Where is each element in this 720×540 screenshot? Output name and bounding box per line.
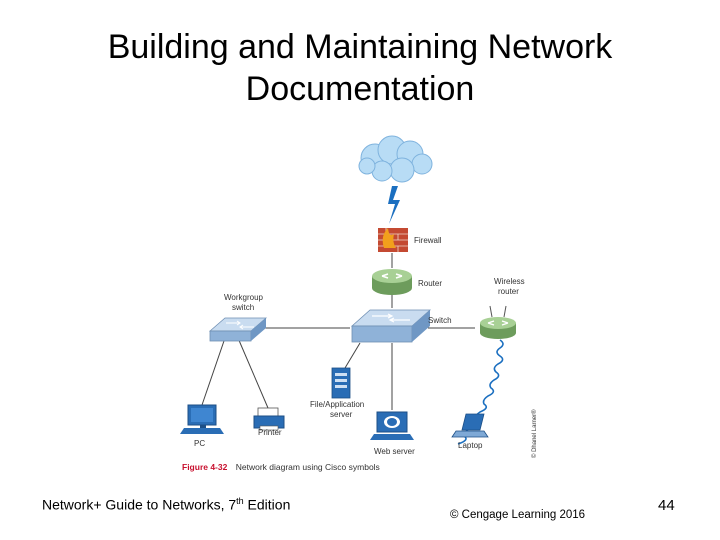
network-diagram: Firewall Router Switch Workgroup switch … [180, 135, 538, 472]
web-server-icon [370, 411, 414, 440]
footer-book-title-sup: th [236, 496, 244, 506]
figure-caption: Figure 4-32 Network diagram using Cisco … [182, 462, 380, 472]
pc-label: PC [194, 439, 205, 448]
slide-title: Building and Maintaining Network Documen… [40, 26, 680, 110]
firewall-icon [378, 228, 408, 252]
laptop-label: Laptop [458, 441, 483, 450]
laptop-icon [451, 413, 489, 438]
footer-copyright: © Cengage Learning 2016 [450, 509, 586, 521]
printer-label: Printer [258, 428, 282, 437]
link-switch-file-server [344, 342, 361, 369]
footer-book-title-main: Network+ Guide to Networks, 7 [42, 496, 237, 513]
file-server-label-1: File/Application [310, 400, 364, 409]
wireless-router-label-1: Wireless [494, 277, 525, 286]
footer-book-title: Network+ Guide to Networks, 7th Edition [42, 496, 290, 513]
link-workgroup-pc [201, 337, 226, 406]
web-server-label: Web server [374, 447, 415, 456]
page-number: 44 [658, 497, 675, 514]
firewall-label: Firewall [414, 236, 442, 245]
link-workgroup-printer [237, 337, 269, 409]
file-server-icon [331, 367, 351, 399]
lightning-icon [388, 186, 400, 224]
cloud-icon [358, 135, 433, 183]
workgroup-switch-icon [208, 317, 268, 342]
switch-icon [350, 309, 432, 343]
figure-caption-text: Network diagram using Cisco symbols [236, 462, 380, 472]
workgroup-switch-label-1: Workgroup [224, 293, 264, 302]
wireless-router-icon [480, 305, 516, 339]
figure-caption-number: Figure 4-32 [182, 462, 228, 472]
slide-title-line-2: Documentation [245, 70, 475, 108]
printer-icon [253, 407, 285, 431]
router-icon [372, 269, 412, 295]
pc-icon [180, 404, 224, 434]
switch-label: Switch [428, 316, 452, 325]
slide-title-line-1: Building and Maintaining Network [107, 28, 613, 66]
diagram-copyright-vertical: © Dhanel Larner® [531, 409, 538, 458]
workgroup-switch-label-2: switch [232, 303, 254, 312]
wireless-router-label-2: router [498, 287, 519, 296]
router-label: Router [418, 279, 442, 288]
connection-lines [201, 253, 475, 410]
footer-book-title-suffix: Edition [243, 496, 291, 513]
file-server-label-2: server [330, 410, 353, 419]
